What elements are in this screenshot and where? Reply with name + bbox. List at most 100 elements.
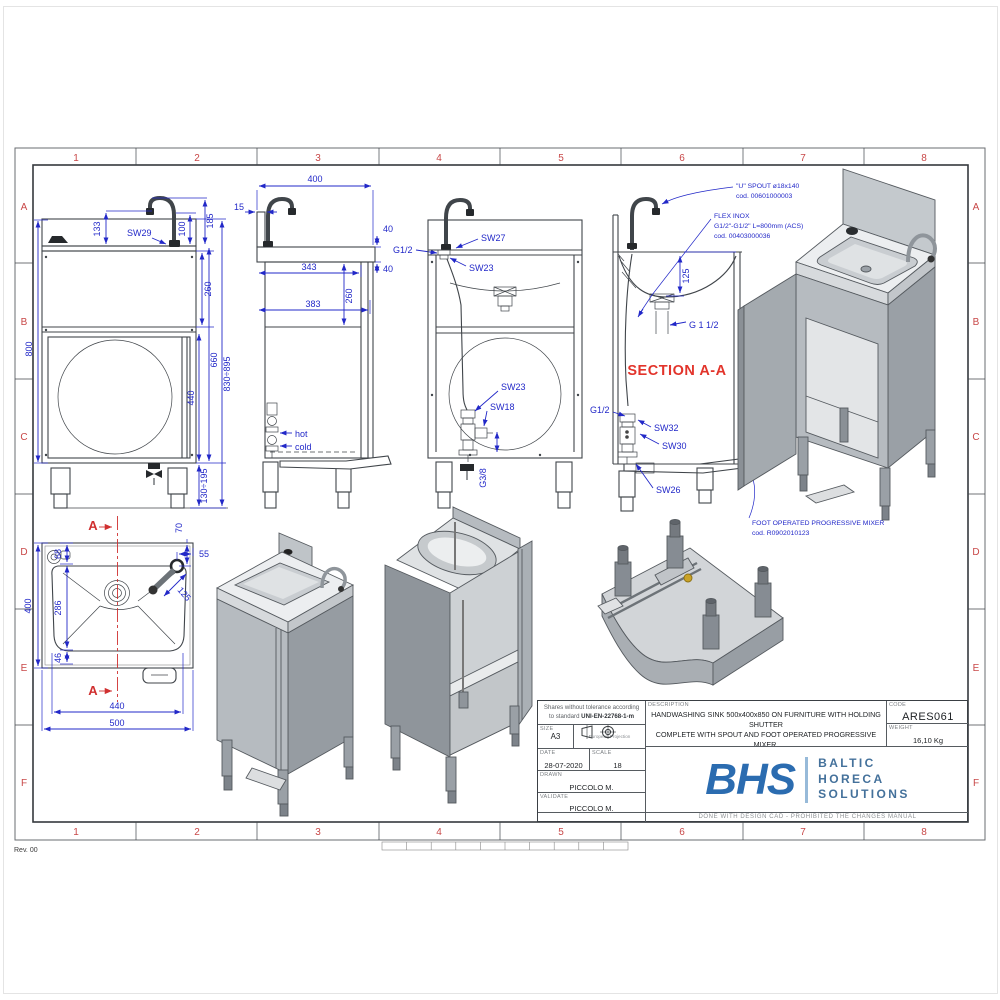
scale-label: SCALE	[592, 750, 612, 756]
dim-400: 400	[307, 174, 322, 184]
dim-343: 343	[301, 262, 316, 272]
grid-col-label: 4	[436, 153, 442, 164]
projection-symbol-icon	[581, 725, 616, 739]
weight-cell: WEIGHT 16,10 Kg	[887, 724, 969, 747]
description-line1: HANDWASHING SINK 500x400x850 ON FURNITUR…	[651, 710, 881, 730]
label-hot: hot	[295, 429, 308, 439]
title-block: Shares without tolerance according to st…	[537, 700, 969, 823]
label-sw29: SW29	[127, 228, 152, 238]
dim-440-plan: 440	[109, 701, 124, 711]
projection-cell: European Projection	[574, 725, 646, 749]
fold-ruler	[381, 841, 629, 851]
dim-260: 260	[203, 281, 213, 296]
label-sw32: SW32	[654, 423, 679, 433]
iso-view-main	[737, 168, 937, 521]
size-value: A3	[550, 732, 561, 741]
label-sw26: SW26	[656, 485, 681, 495]
dim-830-895: 830÷895	[222, 357, 232, 392]
note-flex-1: FLEX INOX	[714, 213, 750, 220]
grid-row-label: A	[21, 202, 28, 213]
grid-col-label: 3	[315, 827, 321, 838]
grid-col-label: 3	[315, 153, 321, 164]
grid-row-label: A	[973, 202, 980, 213]
dim-286: 286	[53, 600, 63, 615]
logo-cell: BHS BALTIC HORECA SOLUTIONS	[646, 747, 969, 813]
grid-col-label: 6	[679, 827, 685, 838]
scan-edge	[3, 6, 998, 994]
code-cell: CODE ARES061	[887, 701, 969, 724]
note-spout-1: "U" SPOUT ø18x140	[736, 183, 799, 190]
code-label: CODE	[889, 702, 907, 708]
size-label: SIZE	[540, 726, 554, 732]
label-sw27: SW27	[481, 233, 506, 243]
note-flex-2: G1/2"-G1/2" L=800mm (ACS)	[714, 223, 803, 230]
grid-col-label: 5	[558, 827, 564, 838]
tolerance-line1: Shares without tolerance according	[543, 704, 640, 711]
footer-text: DONE WITH DESIGN CAD - PROHIBITED THE CH…	[698, 814, 917, 820]
dim-70: 70	[174, 523, 184, 533]
grid-col-label: 8	[921, 827, 927, 838]
dim-46: 46	[53, 653, 63, 663]
dim-500: 500	[109, 718, 124, 728]
revision-label: Rev. 00	[14, 847, 38, 854]
iso-view-underside	[597, 518, 784, 686]
grid-col-label: 6	[679, 153, 685, 164]
bhs-logo: BHS BALTIC HORECA SOLUTIONS	[646, 747, 969, 812]
description-line2: COMPLETE WITH SPOUT AND FOOT OPERATED PR…	[655, 730, 877, 747]
dim-185: 185	[205, 213, 215, 228]
grid-row-label: D	[20, 547, 27, 558]
grid-row-label: D	[972, 547, 979, 558]
grid-row-label: C	[972, 432, 979, 443]
grid-row-label: B	[973, 317, 980, 328]
drawn-value: PICCOLO M.	[569, 783, 614, 792]
label-sw18: SW18	[490, 402, 515, 412]
dim-440: 440	[186, 390, 196, 405]
scale-value: 18	[613, 761, 622, 770]
dim-660: 660	[209, 352, 219, 367]
size-cell: SIZE A3	[538, 725, 574, 749]
scale-cell: SCALE 18	[590, 749, 646, 771]
note-mixer-2: cod. R0902010123	[752, 530, 810, 537]
grid-col-label: 4	[436, 827, 442, 838]
grid-row-label: B	[21, 317, 28, 328]
grid-col-label: 1	[73, 153, 79, 164]
logo-word-baltic: BALTIC	[818, 756, 876, 771]
description-label: DESCRIPTION	[648, 702, 689, 708]
label-g12-section: G1/2	[590, 405, 610, 415]
grid-row-label: E	[21, 663, 28, 674]
grid-col-label: 7	[800, 827, 806, 838]
dim-55: 55	[199, 549, 209, 559]
grid-row-label: F	[973, 778, 979, 789]
grid-col-label: 7	[800, 153, 806, 164]
grid-col-label: 2	[194, 153, 200, 164]
front-view: 133 SW29 100 185 800 260 660 440 830÷895…	[24, 195, 232, 509]
label-g38: G3/8	[478, 468, 488, 488]
grid-col-label: 5	[558, 153, 564, 164]
weight-label: WEIGHT	[889, 725, 913, 731]
note-spout-2: cod. 00601000003	[736, 193, 793, 200]
bhs-logo-text: BHS	[705, 754, 796, 804]
empty-cell	[538, 813, 646, 823]
code-value: ARES061	[902, 711, 954, 723]
grid-col-label: 8	[921, 153, 927, 164]
date-value: 28-07-2020	[544, 761, 583, 770]
grid-row-label: F	[21, 778, 27, 789]
label-g12: G1/2	[393, 245, 413, 255]
label-sw23-low: SW23	[501, 382, 526, 392]
drawn-label: DRAWN	[540, 772, 563, 778]
logo-word-horeca: HORECA	[818, 771, 885, 786]
dim-125-plan: 125	[175, 585, 192, 603]
note-mixer-1: FOOT OPERATED PROGRESSIVE MIXER	[752, 520, 884, 527]
dim-260-side: 260	[344, 288, 354, 303]
logo-word-solutions: SOLUTIONS	[818, 787, 910, 802]
drawn-cell: DRAWN PICCOLO M.	[538, 771, 646, 793]
weight-value: 16,10 Kg	[912, 735, 944, 745]
validate-cell: VALIDATE PICCOLO M.	[538, 793, 646, 813]
plan-view: A A 70 55 68 125 286 46 440 500 400	[23, 516, 209, 732]
dim-133: 133	[92, 221, 102, 236]
description-cell: DESCRIPTION HANDWASHING SINK 500x400x850…	[646, 701, 887, 747]
callout-notes: "U" SPOUT ø18x140 cod. 00601000003 FLEX …	[637, 183, 803, 318]
dim-383: 383	[305, 299, 320, 309]
dim-800: 800	[24, 341, 34, 356]
